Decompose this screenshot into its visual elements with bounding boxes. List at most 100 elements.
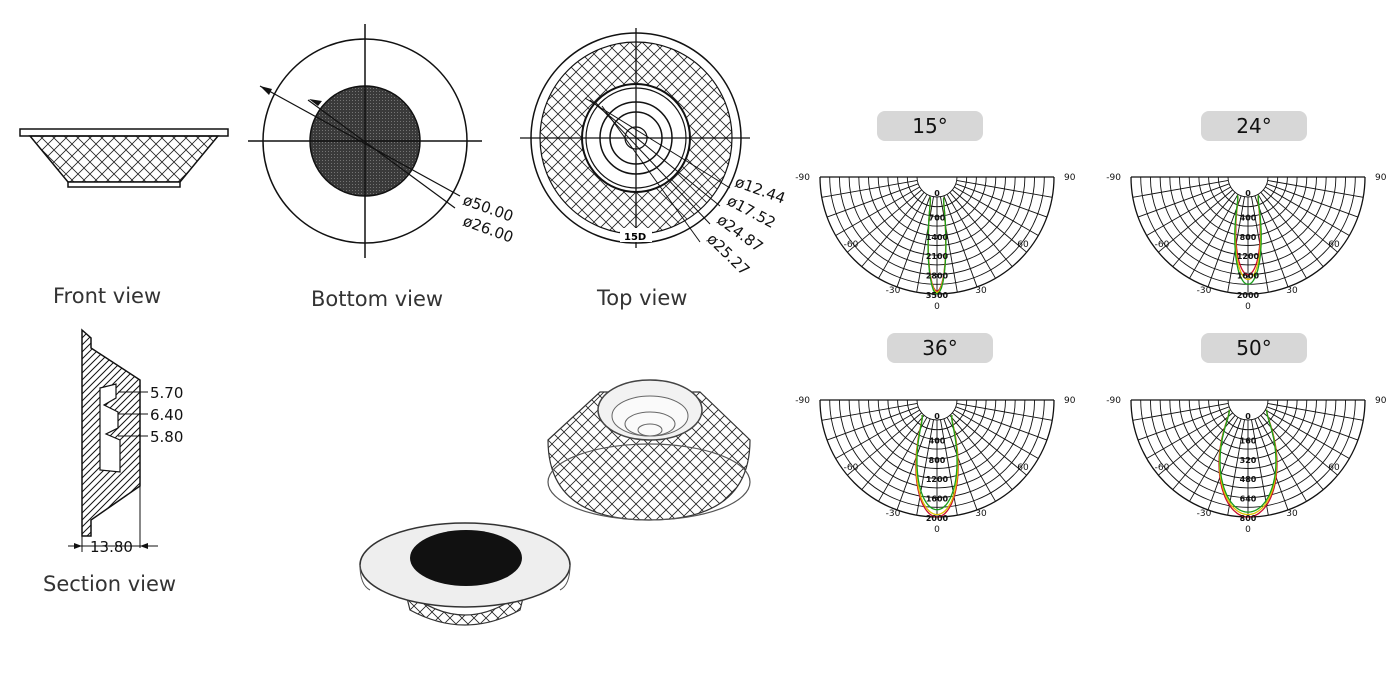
polar-angle-label: 30: [1286, 509, 1298, 519]
polar-radial-tick-label: 400: [929, 436, 946, 445]
polar-angle-label: -90: [1106, 396, 1121, 406]
polar-grid-arc: [906, 176, 968, 208]
polar-radial-tick-label: 1600: [926, 495, 949, 504]
polar-radial-tick-label: 800: [1240, 514, 1257, 523]
polar-angle-label: -60: [1155, 240, 1170, 250]
polar-grid-arc: [868, 176, 1006, 246]
polar-angle-label: 60: [1328, 240, 1340, 250]
polar-radial-tick-label: 2000: [926, 514, 949, 523]
polar-angle-label: 0: [1245, 525, 1251, 535]
polar-grid-arc: [858, 176, 1016, 256]
polar-angle-label: -30: [886, 286, 901, 296]
beam-angle-36-pill: 36°: [887, 333, 993, 363]
polar-grid-arc: [868, 399, 1006, 469]
polar-radial-tick-label: 640: [1240, 495, 1257, 504]
bottom-view-drawing: [248, 24, 482, 258]
polar-angle-label: 30: [975, 286, 987, 296]
lens-render-top: [547, 379, 751, 521]
polar-angle-label: 0: [934, 302, 940, 312]
front-view-caption: Front view: [53, 284, 162, 308]
polar-lobe-series: [1234, 195, 1262, 285]
top-marking: 15D: [624, 232, 646, 243]
polar-radial-tick-label: 800: [1240, 233, 1257, 242]
section-view-drawing: [68, 328, 158, 552]
polar-angle-label: -30: [1197, 509, 1212, 519]
polar-grid-arc: [838, 399, 1036, 499]
polar-grid-arc: [1179, 399, 1317, 469]
polar-radial-tick-label: 0: [1245, 189, 1251, 198]
polar-radial-tick-label: 2100: [926, 252, 949, 261]
polar-radial-tick-label: 0: [934, 189, 940, 198]
polar-radial-tick-label: 400: [1240, 213, 1257, 222]
polar-angle-label: 0: [1245, 302, 1251, 312]
polar-grid-arc: [1217, 176, 1279, 208]
polar-radial-tick-label: 1400: [926, 233, 949, 242]
polar-grid-arc: [1159, 176, 1337, 266]
polar-grid-arc: [829, 399, 1045, 508]
section-dim-3: 5.80: [150, 428, 183, 446]
polar-angle-label: 30: [975, 509, 987, 519]
polar-radial-tick-label: 700: [929, 213, 946, 222]
polar-grid-arc: [877, 399, 997, 460]
polar-radial-tick-label: 1600: [1237, 272, 1260, 281]
polar-grid-arc: [1208, 176, 1288, 217]
lens-render-bottom: [359, 522, 571, 626]
polar-radial-tick-label: 1200: [1237, 252, 1260, 261]
polar-radial-tick-label: 800: [929, 456, 946, 465]
polar-angle-label: 90: [1375, 173, 1387, 183]
section-dim-2: 6.40: [150, 406, 183, 424]
section-dim-4: 13.80: [90, 538, 133, 556]
polar-grid-arc: [829, 176, 1045, 285]
polar-radial-tick-label: 2000: [1237, 291, 1260, 300]
polar-angle-label: -90: [795, 173, 810, 183]
polar-radial-tick-label: 0: [934, 412, 940, 421]
beam-angle-50-pill: 50°: [1201, 333, 1307, 363]
top-view-drawing: [520, 28, 750, 248]
beam-angle-15-pill: 15°: [877, 111, 983, 141]
polar-grid-arc: [897, 176, 977, 217]
polar-radial-tick-label: 320: [1240, 456, 1257, 465]
polar-radial-tick-label: 160: [1240, 436, 1257, 445]
polar-angle-label: -30: [886, 509, 901, 519]
polar-lobe-series: [916, 414, 958, 511]
polar-angle-label: 30: [1286, 286, 1298, 296]
polar-grid-arc: [1140, 399, 1356, 508]
section-view-caption: Section view: [43, 572, 177, 596]
polar-grid-arc: [887, 176, 987, 227]
polar-grid-arc: [1169, 399, 1327, 479]
polar-grid-arc: [838, 176, 1036, 276]
polar-angle-label: 60: [1017, 240, 1029, 250]
polar-angle-label: 60: [1328, 463, 1340, 473]
polar-grid-arc: [1217, 399, 1279, 431]
polar-lobe-series: [927, 197, 947, 295]
polar-grid-arc: [848, 399, 1026, 489]
polar-grid-arc: [1198, 399, 1298, 450]
polar-radial-tick-label: 2800: [926, 272, 949, 281]
polar-grid-arc: [1169, 176, 1327, 256]
polar-grid-arc: [877, 176, 997, 237]
top-view-caption: Top view: [597, 286, 688, 310]
polar-angle-label: -90: [1106, 173, 1121, 183]
polar-grid-arc: [848, 176, 1026, 266]
polar-angle-label: -60: [844, 240, 859, 250]
polar-grid-arc: [1227, 399, 1269, 421]
polar-angle-label: 60: [1017, 463, 1029, 473]
polar-angle-label: -60: [844, 463, 859, 473]
polar-radial-tick-label: 1200: [926, 475, 949, 484]
polar-grid-arc: [1198, 176, 1298, 227]
front-view-drawing: [19, 128, 229, 188]
polar-grid-arc: [1130, 176, 1366, 295]
polar-grid-arc: [916, 399, 958, 421]
polar-grid-arc: [1149, 399, 1347, 499]
bottom-view-caption: Bottom view: [311, 287, 444, 311]
section-dim-1: 5.70: [150, 384, 183, 402]
polar-grid-arc: [1188, 176, 1308, 237]
polar-grid-arc: [887, 399, 987, 450]
polar-angle-label: 90: [1064, 173, 1076, 183]
polar-grid-arc: [897, 399, 977, 440]
polar-angle-label: -60: [1155, 463, 1170, 473]
